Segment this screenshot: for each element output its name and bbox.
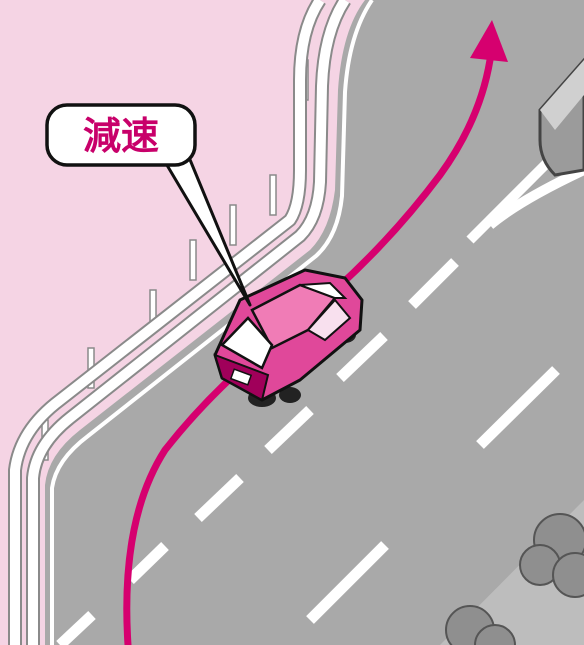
gore-line-2 xyxy=(486,165,584,229)
guardrail-inner-white xyxy=(28,0,350,645)
lane-markings-center xyxy=(56,258,459,645)
lane-markings-right xyxy=(306,366,560,624)
callout-bubble xyxy=(45,103,197,167)
car-icon xyxy=(213,268,364,407)
guardrail-outer-white xyxy=(10,0,325,645)
overhead-sign xyxy=(538,57,584,177)
road-edge-line xyxy=(50,0,374,645)
arrow-up-icon xyxy=(470,20,508,62)
gore-line-1 xyxy=(466,146,564,244)
roadside-trees xyxy=(445,513,584,645)
right-barrier-zone xyxy=(440,180,584,645)
callout-label: 減速 xyxy=(83,114,159,158)
